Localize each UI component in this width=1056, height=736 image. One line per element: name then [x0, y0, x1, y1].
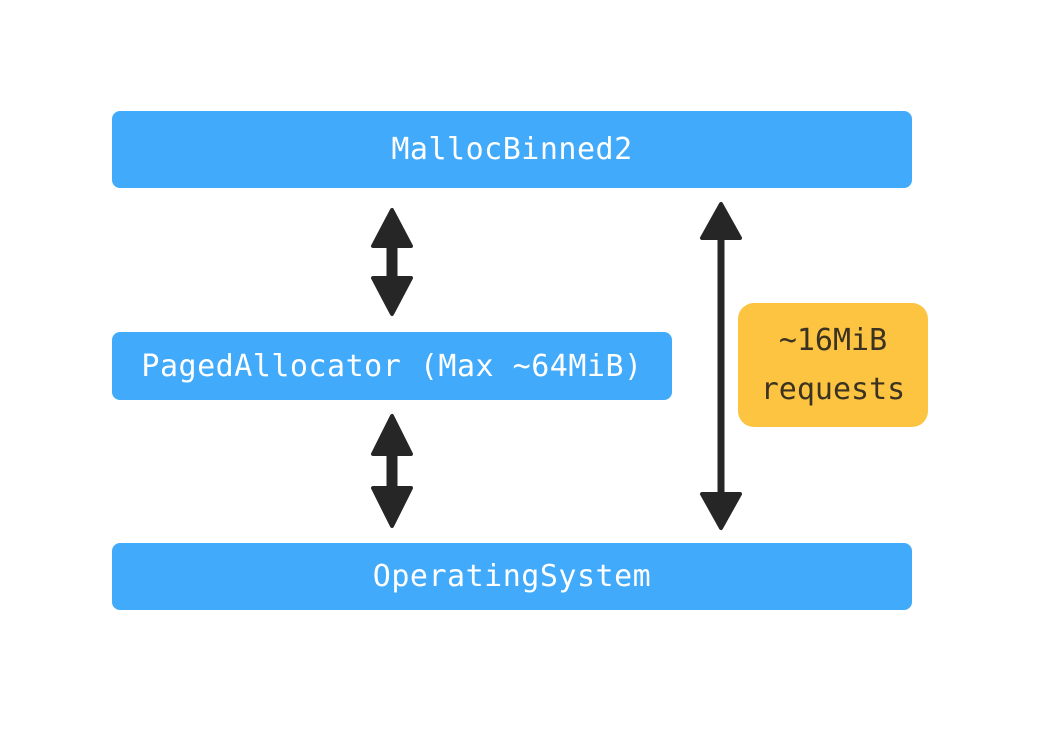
- note-16mib-requests: ~16MiB requests: [738, 303, 928, 427]
- double-arrow-pagedallocator-operatingsystem-icon: [369, 413, 415, 529]
- node-operatingsystem-label: OperatingSystem: [372, 559, 652, 594]
- node-operatingsystem: OperatingSystem: [112, 543, 912, 610]
- double-arrow-mallocbinned2-pagedallocator-icon: [369, 207, 415, 317]
- node-pagedallocator-label: PagedAllocator (Max ~64MiB): [141, 348, 643, 384]
- note-16mib-requests-line2: requests: [760, 372, 906, 407]
- note-16mib-requests-line1: ~16MiB: [778, 323, 888, 358]
- node-mallocbinned2: MallocBinned2: [112, 111, 912, 188]
- double-arrow-mallocbinned2-operatingsystem-icon: [698, 201, 744, 531]
- node-pagedallocator: PagedAllocator (Max ~64MiB): [112, 332, 672, 400]
- node-mallocbinned2-label: MallocBinned2: [391, 132, 633, 167]
